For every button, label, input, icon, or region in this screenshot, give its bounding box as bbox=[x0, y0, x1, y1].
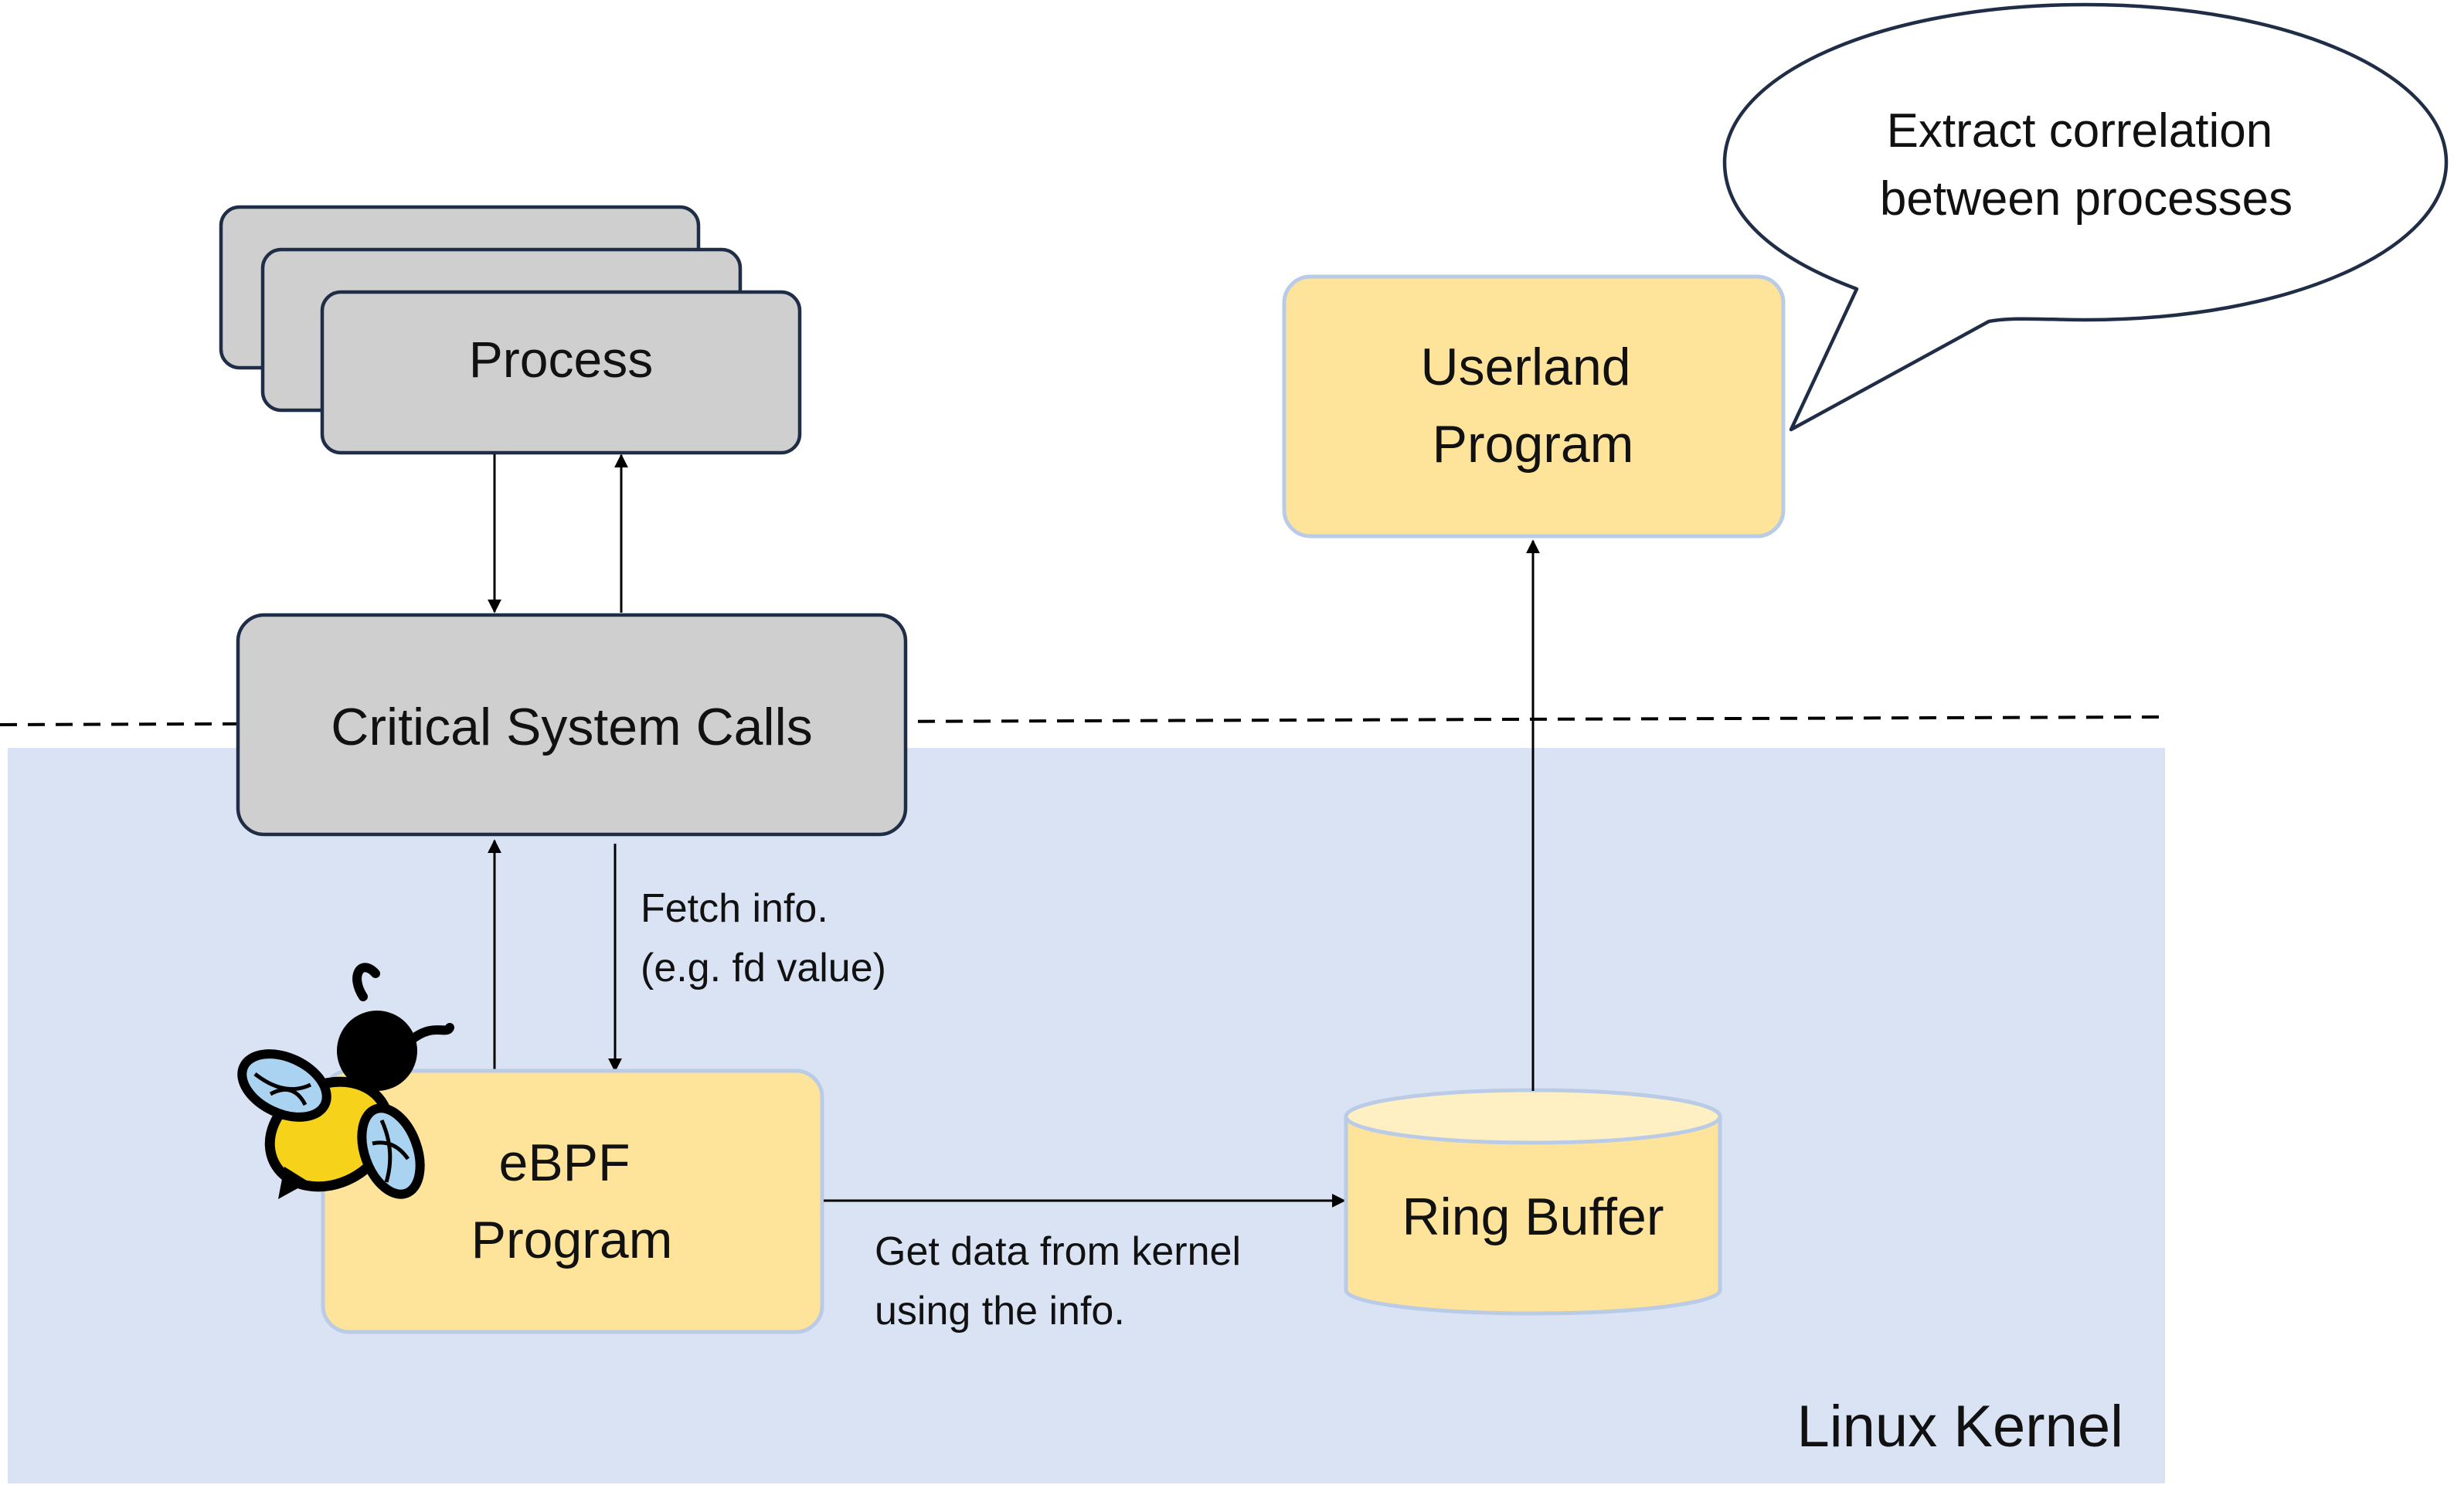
speech-line-1: Extract correlation bbox=[1887, 104, 2273, 158]
ebpf-program-line-2: Program bbox=[471, 1211, 673, 1269]
userland-program-line-2: Program bbox=[1433, 415, 1634, 474]
process-box-front[interactable] bbox=[320, 290, 802, 455]
ring-buffer[interactable]: Ring Buffer bbox=[1344, 1088, 1722, 1316]
ebpf-program-label: eBPF Program bbox=[471, 1133, 673, 1269]
linux-kernel-label: Linux Kernel bbox=[1797, 1394, 2124, 1459]
ring-buffer-label: Ring Buffer bbox=[1402, 1188, 1664, 1246]
userland-program-label: Userland Program bbox=[1420, 338, 1645, 474]
speech-line-2: between processes bbox=[1880, 172, 2293, 226]
syscalls-label: Critical System Calls bbox=[331, 698, 812, 756]
process-label: Process bbox=[469, 331, 653, 388]
fetch-info-line-1: Fetch info. bbox=[641, 886, 828, 931]
get-data-line-1: Get data from kernel bbox=[875, 1229, 1241, 1274]
userland-program-box[interactable] bbox=[1282, 274, 1786, 539]
speech-bubble: Extract correlation between processes bbox=[1722, 2, 2449, 432]
get-data-note: Get data from kernel using the info. bbox=[875, 1229, 1252, 1334]
ebpf-program-box[interactable] bbox=[321, 1069, 824, 1334]
ebpf-program-line-1: eBPF bbox=[499, 1133, 630, 1192]
fetch-info-note: Fetch info. (e.g. fd value) bbox=[641, 886, 886, 990]
get-data-line-2: using the info. bbox=[875, 1289, 1125, 1334]
speech-bubble-text: Extract correlation between processes bbox=[1880, 104, 2293, 226]
fetch-info-line-2: (e.g. fd value) bbox=[641, 946, 886, 990]
ebpf-bee-icon bbox=[237, 963, 454, 1199]
process-stack: Process bbox=[219, 205, 802, 455]
userland-program-line-1: Userland bbox=[1420, 338, 1630, 396]
syscalls-box[interactable] bbox=[236, 613, 908, 837]
